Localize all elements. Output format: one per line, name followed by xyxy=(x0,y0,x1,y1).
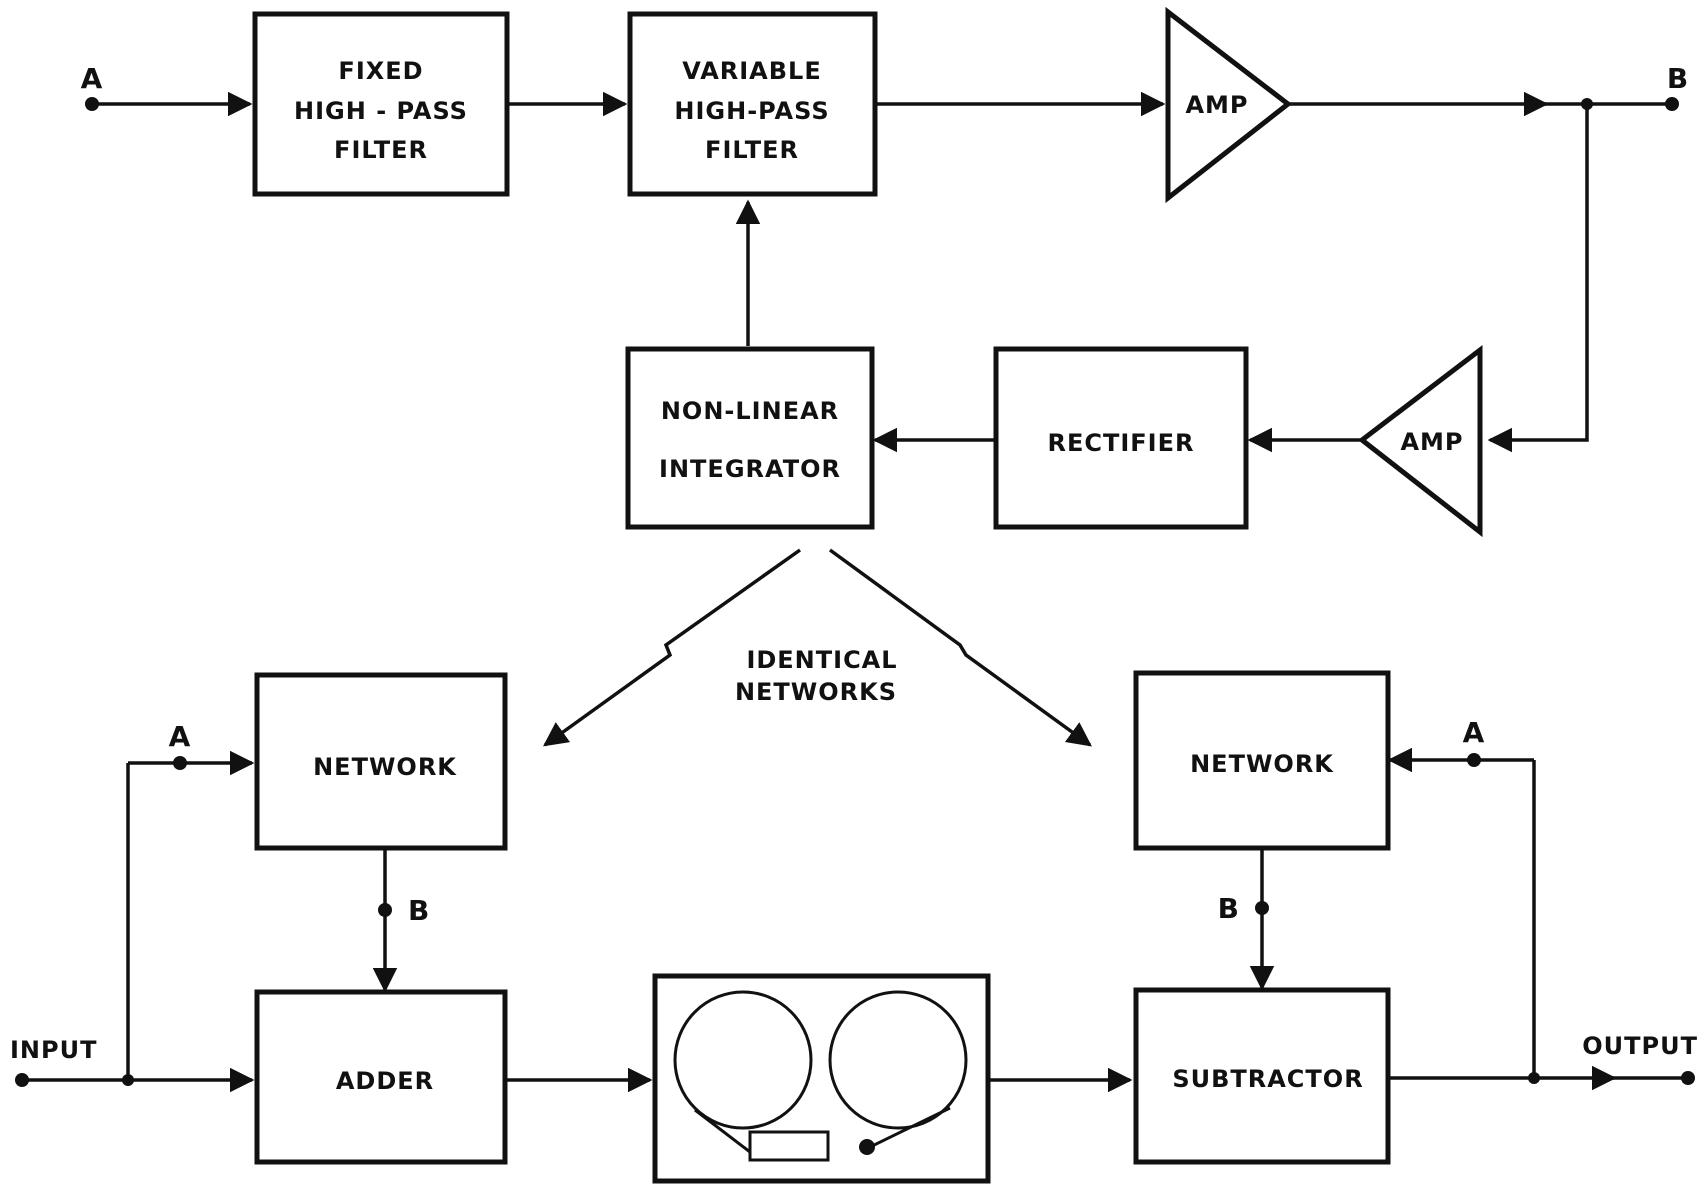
left-network-label: NETWORK xyxy=(313,753,457,781)
fixed-filter-line-3: FILTER xyxy=(334,136,428,164)
variable-filter-line-3: FILTER xyxy=(705,136,799,164)
right-network-block xyxy=(1133,670,1391,851)
right-a-label: A xyxy=(1463,716,1486,749)
callout-line-1: IDENTICAL xyxy=(746,646,897,674)
terminal-b-dot xyxy=(1665,97,1679,111)
fixed-high-pass-filter xyxy=(252,11,510,197)
left-a-dot xyxy=(173,756,187,770)
subtractor-block xyxy=(1133,987,1391,1165)
identical-networks-callout: IDENTICAL NETWORKS xyxy=(543,548,1092,747)
feedback-amplifier xyxy=(1357,344,1483,538)
output-junction-dot xyxy=(1528,1072,1540,1084)
terminal-a-dot xyxy=(85,97,99,111)
subtractor-label: SUBTRACTOR xyxy=(1172,1065,1363,1093)
left-b-dot xyxy=(378,903,392,917)
feedback-amp-label: AMP xyxy=(1400,428,1463,456)
variable-filter-line-2: HIGH-PASS xyxy=(674,97,829,125)
main-amplifier xyxy=(1165,6,1293,204)
takeup-reel xyxy=(828,990,968,1130)
network-detail: A B FIXED HIGH - PASS FILTER VARIABLE HI… xyxy=(81,6,1689,538)
wire-feedback-to-amp xyxy=(1487,104,1589,453)
input-junction-dot xyxy=(122,1074,134,1086)
tape-head xyxy=(748,1130,830,1162)
supply-reel xyxy=(673,990,813,1130)
junction-dot xyxy=(1581,98,1593,110)
variable-high-pass-filter xyxy=(627,11,878,197)
rectifier-block xyxy=(993,346,1249,530)
right-network-label: NETWORK xyxy=(1190,750,1334,778)
variable-filter-line-1: VARIABLE xyxy=(682,57,821,85)
tape-recorder-case xyxy=(652,973,991,1184)
tape-path-left xyxy=(694,1108,751,1154)
tape-path-right xyxy=(867,1106,951,1150)
callout-arrow-left xyxy=(543,548,802,747)
adder-label: ADDER xyxy=(336,1067,434,1095)
main-amp-label: AMP xyxy=(1185,91,1248,119)
right-b-label: B xyxy=(1218,892,1240,925)
left-b-label: B xyxy=(408,894,430,927)
terminal-b-label: B xyxy=(1667,62,1689,95)
integrator-line-1: NON-LINEAR xyxy=(661,397,839,425)
integrator-line-2: INTEGRATOR xyxy=(659,455,841,483)
output-dot xyxy=(1681,1071,1695,1085)
input-label: INPUT xyxy=(10,1036,97,1064)
input-dot xyxy=(15,1073,29,1087)
terminal-a-label: A xyxy=(81,62,104,95)
right-b-dot xyxy=(1255,901,1269,915)
fixed-filter-line-2: HIGH - PASS xyxy=(294,97,468,125)
fixed-filter-line-1: FIXED xyxy=(338,57,423,85)
left-a-label: A xyxy=(169,720,192,753)
capstan xyxy=(859,1139,875,1155)
left-network-block xyxy=(254,672,508,851)
tape-recorder-icon xyxy=(652,973,991,1184)
right-a-dot xyxy=(1467,753,1481,767)
callout-line-2: NETWORKS xyxy=(735,678,897,706)
non-linear-integrator xyxy=(625,346,875,530)
output-label: OUTPUT xyxy=(1582,1032,1698,1060)
adder-block xyxy=(254,989,508,1165)
callout-arrow-right xyxy=(828,548,1092,747)
system-diagram: INPUT OUTPUT A B A B NETWORK ADDER NETWO… xyxy=(10,670,1698,1184)
rectifier-label: RECTIFIER xyxy=(1048,429,1195,457)
